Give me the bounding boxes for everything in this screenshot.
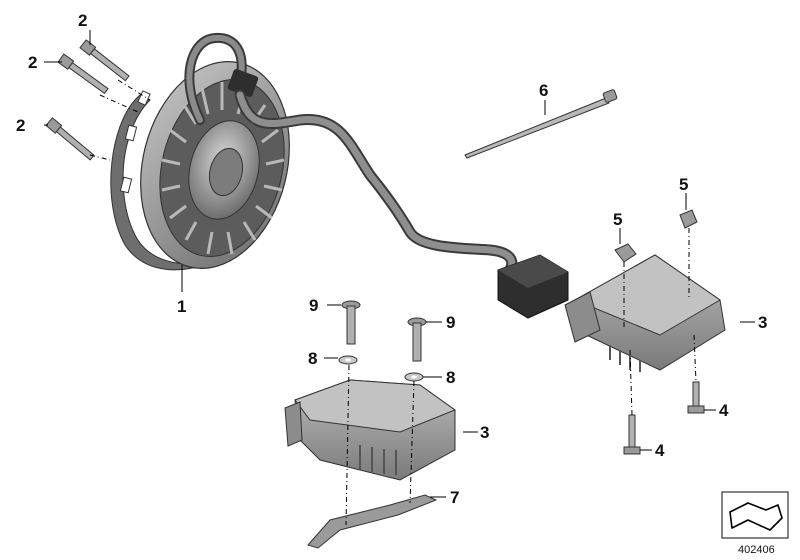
- screws-part-4: [623, 381, 705, 455]
- regulator-left: [284, 379, 457, 481]
- callout-9-right: 9: [446, 313, 455, 332]
- callout-2-top: 2: [78, 11, 87, 30]
- callout-1: 1: [177, 297, 186, 316]
- washers-part-8: [338, 355, 424, 382]
- reference-number: 402406: [738, 544, 775, 556]
- callout-7: 7: [450, 488, 459, 507]
- stator-generator: [110, 61, 290, 271]
- regulator-right: [564, 254, 726, 372]
- regulator-left-assembly-lines: [345, 364, 415, 526]
- callout-5-right: 5: [679, 175, 688, 194]
- bolts-part-2: [45, 39, 130, 161]
- callout-4-right: 4: [719, 401, 729, 420]
- callout-8-right: 8: [446, 368, 455, 387]
- callout-4-left: 4: [655, 441, 665, 460]
- callout-8-left: 8: [308, 349, 317, 368]
- cable-tie: [464, 89, 618, 159]
- reference-box: 402406: [721, 491, 789, 556]
- callout-5-left: 5: [613, 210, 622, 229]
- clip-nuts-part-5: [614, 209, 698, 263]
- bent-arrow-icon: [729, 502, 783, 531]
- callout-3-right: 3: [758, 313, 767, 332]
- callouts: 1 2 2 2 6 5 5 3 3 4 4 7 8 8 9 9: [16, 11, 767, 507]
- callout-6: 6: [539, 81, 548, 100]
- leader-lines: [44, 30, 755, 498]
- callout-3-left: 3: [480, 423, 489, 442]
- bracket-part-7: [307, 494, 438, 549]
- bolt-assembly-lines: [89, 79, 151, 161]
- regulator-right-assembly-lines: [623, 228, 697, 416]
- callout-2-middle: 2: [28, 53, 37, 72]
- bolts-part-9: [341, 300, 427, 362]
- callout-9-left: 9: [309, 296, 318, 315]
- cable-connector: [497, 254, 569, 319]
- generator-cable: [184, 32, 518, 276]
- callout-2-bottom: 2: [16, 116, 25, 135]
